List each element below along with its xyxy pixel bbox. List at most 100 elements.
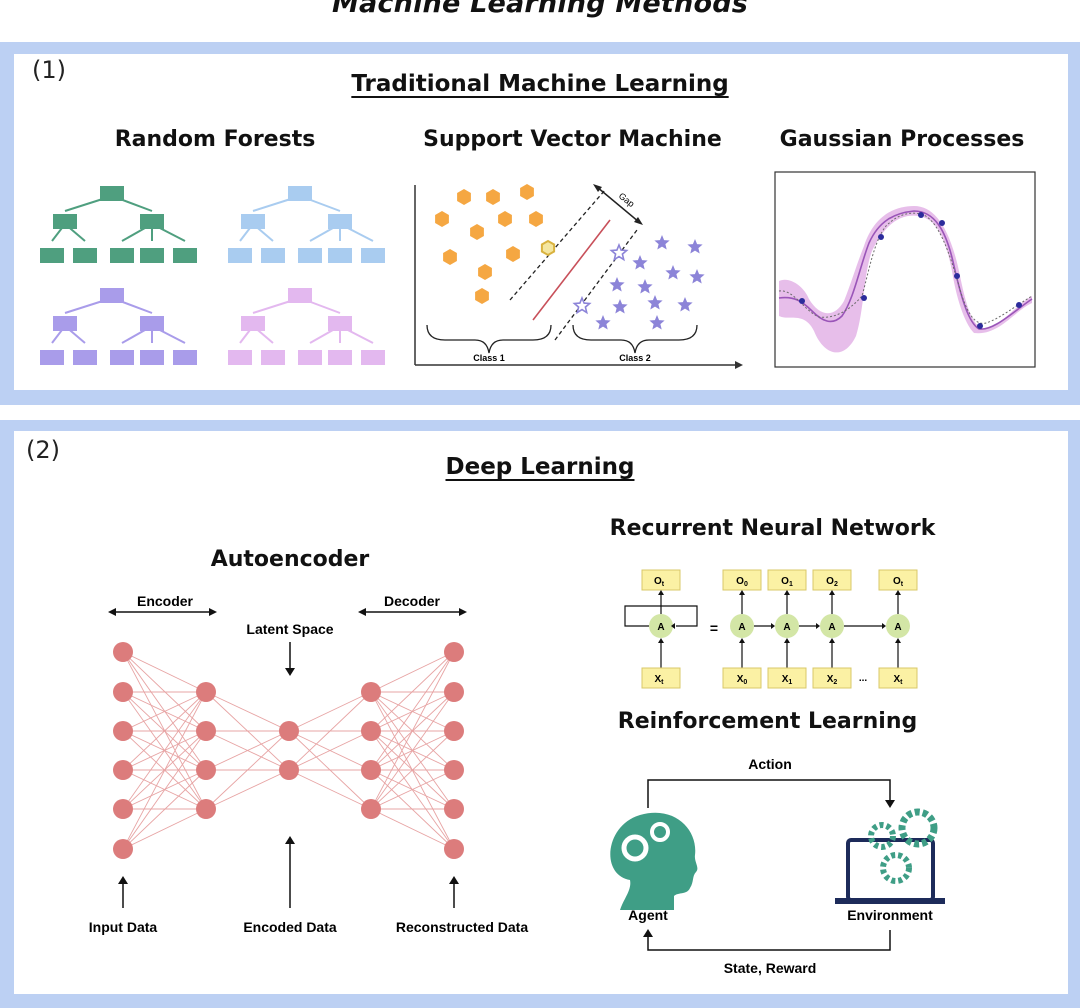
rnn-output-label: O0 (736, 576, 748, 588)
neuron-node (113, 642, 133, 662)
gp-observation (977, 323, 983, 329)
rl-agent-label: Agent (628, 907, 668, 923)
tree-node (261, 248, 285, 263)
tree-node (288, 288, 312, 303)
gp-observation (799, 298, 805, 304)
tree-node (241, 214, 265, 229)
rl-state-label: State, Reward (724, 960, 817, 976)
rnn-equals: = (710, 620, 718, 636)
rnn-title: Recurrent Neural Network (609, 516, 936, 541)
class1-point (486, 189, 500, 205)
tree-node (361, 248, 385, 263)
encoder-label: Encoder (137, 593, 194, 609)
rnn-input-box (812, 667, 852, 689)
tree-node (328, 316, 352, 331)
gp-observation (861, 295, 867, 301)
tree-node (241, 316, 265, 331)
support-vector-class1 (540, 239, 556, 257)
svm-gap-arrow-head-2 (634, 217, 643, 225)
rnn-cell-label: A (783, 622, 790, 633)
rnn-folded-cell (649, 614, 673, 638)
decoder-label: Decoder (384, 593, 441, 609)
tree-icon (40, 288, 197, 365)
svm-margin-line-2 (554, 229, 638, 341)
page-title: Machine Learning Methods (331, 0, 749, 19)
neuron-node (444, 721, 464, 741)
neuron-node (279, 721, 299, 741)
tree-node (53, 316, 77, 331)
class2-point (609, 277, 625, 292)
tree-node (53, 214, 77, 229)
tree-node (288, 186, 312, 201)
rl-action-label: Action (748, 756, 792, 772)
class2-label: Class 2 (619, 353, 651, 363)
tree-node (298, 248, 322, 263)
class1-brace (426, 324, 552, 354)
rnn-folded-output-label: Ot (654, 576, 665, 588)
rl-environment-label: Environment (847, 907, 933, 923)
neuron-node (196, 799, 216, 819)
svm-gap-arrow-head-1 (593, 184, 602, 192)
class1-point (470, 224, 484, 240)
rnn-input-label: Xt (893, 674, 903, 686)
section-heading-traditional: Traditional Machine Learning (351, 71, 729, 97)
tree-node (100, 186, 124, 201)
random-forests-diagram (40, 186, 385, 365)
rnn-cell (820, 614, 844, 638)
neuron-node (444, 642, 464, 662)
class1-point (478, 264, 492, 280)
environment-gear-icon (868, 822, 896, 850)
section-heading-deep: Deep Learning (445, 454, 635, 480)
support-vector-class2 (609, 242, 629, 262)
rnn-folded-input-label: Xt (654, 674, 664, 686)
rnn-input-box (767, 667, 807, 689)
rnn-input-box (722, 667, 762, 689)
rnn-input-label: X0 (737, 674, 748, 686)
tree-node (140, 214, 164, 229)
section-number: (1) (32, 56, 66, 84)
svm-x-axis-arrow (735, 361, 743, 369)
class2-point (677, 297, 693, 312)
neuron-node (361, 760, 381, 780)
neuron-node (113, 799, 133, 819)
rl-action-arrow (647, 779, 891, 808)
gp-observation (1016, 302, 1022, 308)
svm-title: Support Vector Machine (423, 127, 722, 152)
rnn-input-label: X1 (782, 674, 793, 686)
rnn-output-label: Ot (893, 576, 904, 588)
tree-node (228, 350, 252, 365)
tree-node (361, 350, 385, 365)
rnn-cell-label: A (894, 622, 901, 633)
gp-observation (954, 273, 960, 279)
gp-observation (918, 212, 924, 218)
environment-gear-icon (898, 808, 938, 848)
rl-diagram: Action Agent Environment State, Reward (610, 756, 945, 976)
support-vector-class2 (572, 295, 592, 315)
svm-gap-arrow (596, 186, 640, 223)
rnn-cell-label: A (738, 622, 745, 633)
agent-gear-icon (650, 822, 670, 842)
tree-icon (228, 288, 385, 365)
class2-point (647, 295, 663, 310)
class2-point (654, 235, 670, 250)
svg-text:A: A (657, 622, 664, 633)
neuron-node (444, 799, 464, 819)
class2-point (612, 299, 628, 314)
class1-point (475, 288, 489, 304)
rnn-output-label: O1 (781, 576, 793, 588)
latent-label: Latent Space (246, 621, 333, 637)
neuron-node (444, 682, 464, 702)
neuron-node (113, 760, 133, 780)
neuron-node (196, 721, 216, 741)
rnn-input-label: X2 (827, 674, 838, 686)
neuron-node (444, 760, 464, 780)
section-number: (2) (26, 436, 60, 464)
gp-observation (939, 220, 945, 226)
gp-true-function (778, 212, 1033, 324)
tree-node (140, 350, 164, 365)
autoencoder-diagram: Encoder Decoder Latent Space Input Data … (89, 593, 529, 935)
tree-node (40, 350, 64, 365)
tree-node (73, 248, 97, 263)
class1-point (520, 184, 534, 200)
rnn-cell (886, 614, 910, 638)
